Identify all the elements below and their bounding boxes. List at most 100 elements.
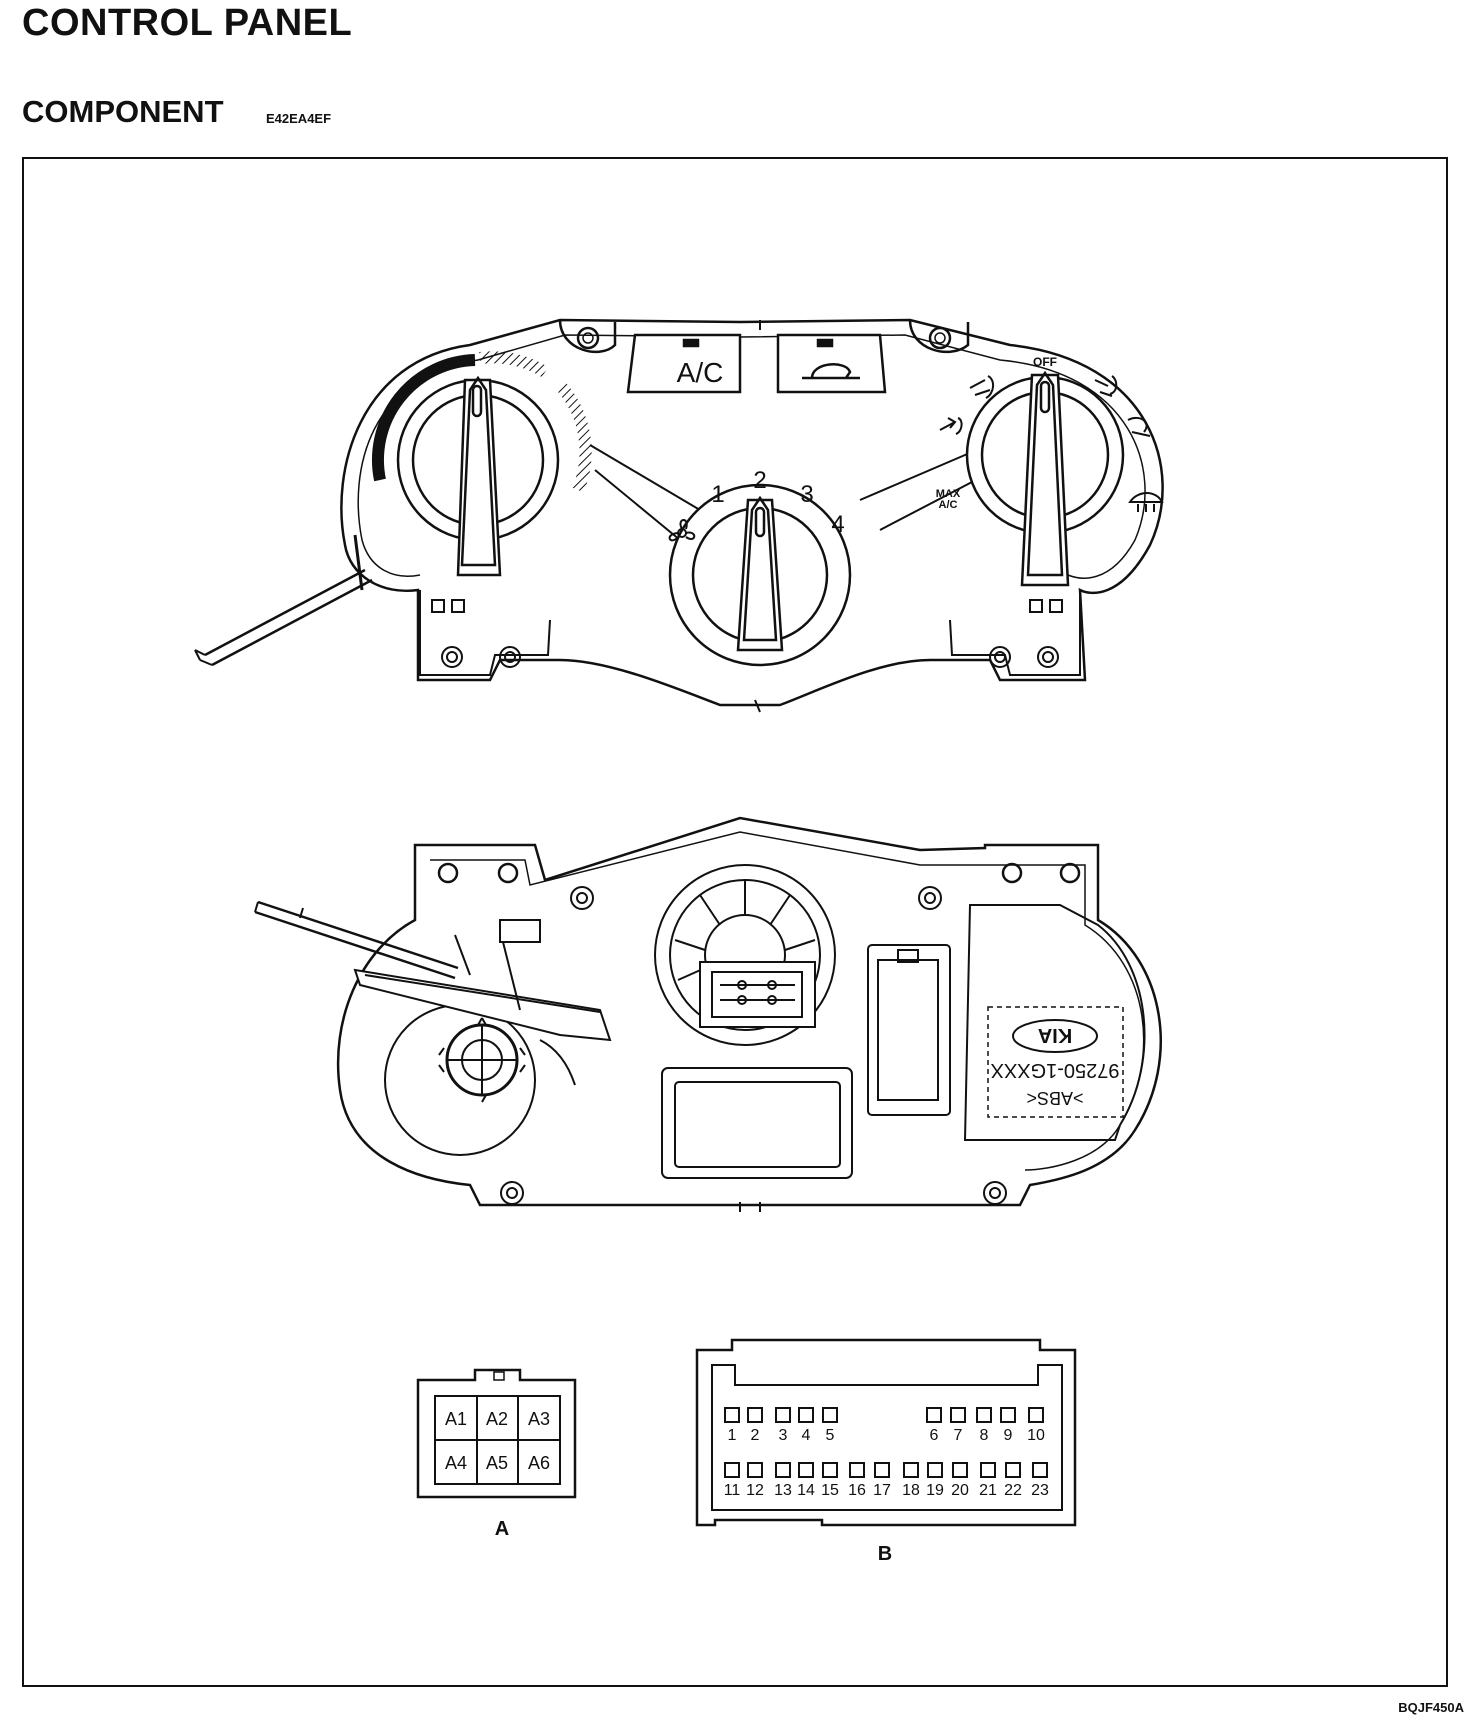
connector-b-pin-box-23 [1032,1462,1048,1478]
mode-off-label: OFF [1033,355,1057,369]
connector-b-pin-box-1 [724,1407,740,1423]
rear-control-cable [254,900,459,980]
front-mount-ear-left [558,319,617,354]
connector-b-pin-box-4 [798,1407,814,1423]
connector-b-pin-number-21: 21 [979,1482,997,1499]
connector-a-caption: A [495,1518,509,1540]
fan-icon [668,519,696,542]
connector-b-pin-box-10 [1028,1407,1044,1423]
mode-bilevel-icon [969,375,994,399]
rear-label-material: >ABS< [1026,1088,1083,1108]
mode-foot-icon [1094,375,1118,397]
connector-b-pin-number-8: 8 [980,1427,989,1444]
connector-b-pin-number-19: 19 [926,1482,944,1499]
connector-b-pin-number-6: 6 [930,1427,939,1444]
connector-b-pin-number-15: 15 [821,1482,839,1499]
mode-max-ac-line-2: A/C [939,499,958,511]
connector-b-pin-box-18 [903,1462,919,1478]
front-mount-block-left [419,590,551,676]
connector-b-pin-number-5: 5 [826,1427,835,1444]
connector-b-pin-box-20 [952,1462,968,1478]
connector-b-pin-number-2: 2 [751,1427,760,1444]
fan-speed-4: 4 [831,511,844,538]
connector-b-pin-number-23: 23 [1031,1482,1049,1499]
rear-fan-switch-housing [654,864,836,1046]
figure-frame [22,157,1448,1687]
front-control-cable [194,534,373,667]
connector-b-pin-box-15 [822,1462,838,1478]
temperature-dial [372,351,592,577]
connector-b-pin-number-1: 1 [728,1427,737,1444]
connector-a: A1 A2 A3 A4 A5 A6 A [416,1368,577,1540]
connector-b-pin-number-7: 7 [954,1427,963,1444]
connector-b-pin-number-17: 17 [873,1482,891,1499]
fan-speed-3: 3 [800,481,813,508]
rear-label-area: >ABS< 97250-1GXXX KIA [963,904,1146,1141]
connector-b-pin-number-16: 16 [848,1482,866,1499]
connector-b-pin-box-11 [724,1462,740,1478]
connector-b-pin-number-18: 18 [902,1482,920,1499]
connector-a-pin-a6: A6 [528,1453,550,1473]
connector-b-pin-box-9 [1000,1407,1016,1423]
connector-b-pin-number-14: 14 [797,1482,815,1499]
rear-label-brand: KIA [1038,1024,1072,1046]
front-housing-outline [340,318,1164,707]
connector-a-pin-a1: A1 [445,1409,467,1429]
connector-b-pin-box-21 [980,1462,996,1478]
connector-b-pin-number-13: 13 [774,1482,792,1499]
rear-gear-mechanism [353,919,612,1156]
figure-reference-id: BQJF450A [1398,1700,1464,1715]
connector-b-pin-box-22 [1005,1462,1021,1478]
document-code: E42EA4EF [266,111,332,126]
connector-b-pin-number-22: 22 [1004,1482,1022,1499]
connector-b-caption: B [878,1543,892,1565]
mode-defrost-foot-icon [1127,416,1151,437]
mode-face-icon [939,417,963,435]
fan-speed-dial: 1 2 3 4 [668,467,852,667]
ac-button: A/C [626,333,742,394]
connector-b-pin-box-3 [775,1407,791,1423]
connector-a-pin-a4: A4 [445,1453,467,1473]
connector-b-pin-box-14 [798,1462,814,1478]
recirculation-icon [802,363,860,380]
rear-label-part-number: 97250-1GXXX [991,1059,1120,1081]
ac-button-label: A/C [677,357,724,388]
connector-b-pin-number-4: 4 [802,1427,811,1444]
connector-b-pin-box-12 [747,1462,763,1478]
connector-b-pin-number-11: 11 [724,1482,741,1499]
fan-speed-1: 1 [711,481,724,508]
connector-b-pin-box-7 [950,1407,966,1423]
front-mount-block-right [949,590,1081,676]
connector-b-pin-number-12: 12 [746,1482,764,1499]
fan-speed-2: 2 [753,467,766,494]
rear-panel-view: >ABS< 97250-1GXXX KIA [254,816,1162,1212]
connector-b-pin-box-17 [874,1462,890,1478]
connector-b-pin-box-2 [747,1407,763,1423]
front-panel-view: A/C [194,318,1164,713]
connector-b-pin-number-20: 20 [951,1482,969,1499]
connector-b-pin-number-10: 10 [1027,1427,1045,1444]
connector-b-pin-box-16 [849,1462,865,1478]
connector-b-pin-box-5 [822,1407,838,1423]
connector-a-pin-a5: A5 [486,1453,508,1473]
fan-speed-labels: 1 2 3 4 [711,467,844,538]
connector-a-pin-a3: A3 [528,1409,550,1429]
connector-b-pin-box-19 [927,1462,943,1478]
connector-b-pin-number-3: 3 [779,1427,788,1444]
mode-max-ac-line-1: MAX [936,488,961,500]
rear-recess [661,1067,853,1179]
rear-connector-socket [867,944,951,1116]
connector-b-pin-box-8 [976,1407,992,1423]
connector-b-pin-box-6 [926,1407,942,1423]
connector-b-pin-number-9: 9 [1004,1427,1013,1444]
connector-b-pin-box-13 [775,1462,791,1478]
connector-b-bottom-pins: 11 12 13 14 15 16 17 18 19 20 21 22 23 [724,1462,1049,1499]
page-title: CONTROL PANEL [22,2,353,44]
connector-a-pin-a2: A2 [486,1409,508,1429]
mode-icons [939,375,1164,512]
